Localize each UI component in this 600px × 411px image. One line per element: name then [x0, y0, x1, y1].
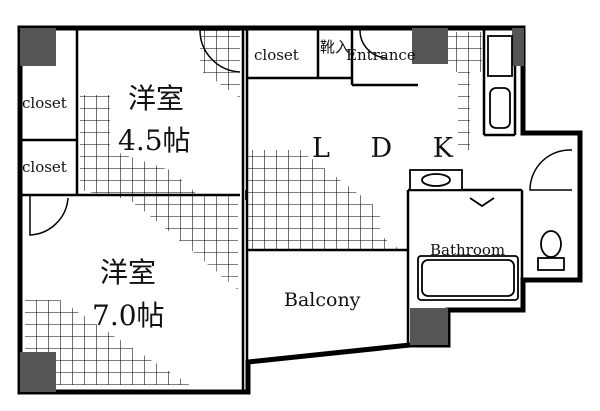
- room-name-bathroom: Bathroom: [430, 241, 505, 259]
- room-name-western-large: 洋室: [100, 256, 156, 289]
- shoe-storage-label: 靴入: [320, 38, 350, 56]
- closet-top-label: closet: [254, 46, 299, 64]
- doors: [29, 29, 573, 236]
- inner-walls: [22, 30, 524, 392]
- fixtures: [245, 35, 565, 301]
- room-name-western-small: 洋室: [128, 82, 184, 115]
- room-labels: 洋室 4.5帖 洋室 7.0帖 L D K Balcony Bathroom E…: [22, 38, 505, 332]
- closet-left-lower-label: closet: [22, 158, 67, 176]
- room-size-western-small: 4.5帖: [118, 124, 191, 157]
- room-name-entrance: Entrance: [346, 46, 416, 64]
- room-name-balcony: Balcony: [284, 289, 361, 311]
- room-name-ldk: L D K: [312, 133, 469, 164]
- pillars: [20, 28, 524, 392]
- floor-tiles: [25, 30, 482, 385]
- closet-left-upper-label: closet: [22, 94, 67, 112]
- room-size-western-large: 7.0帖: [92, 299, 165, 332]
